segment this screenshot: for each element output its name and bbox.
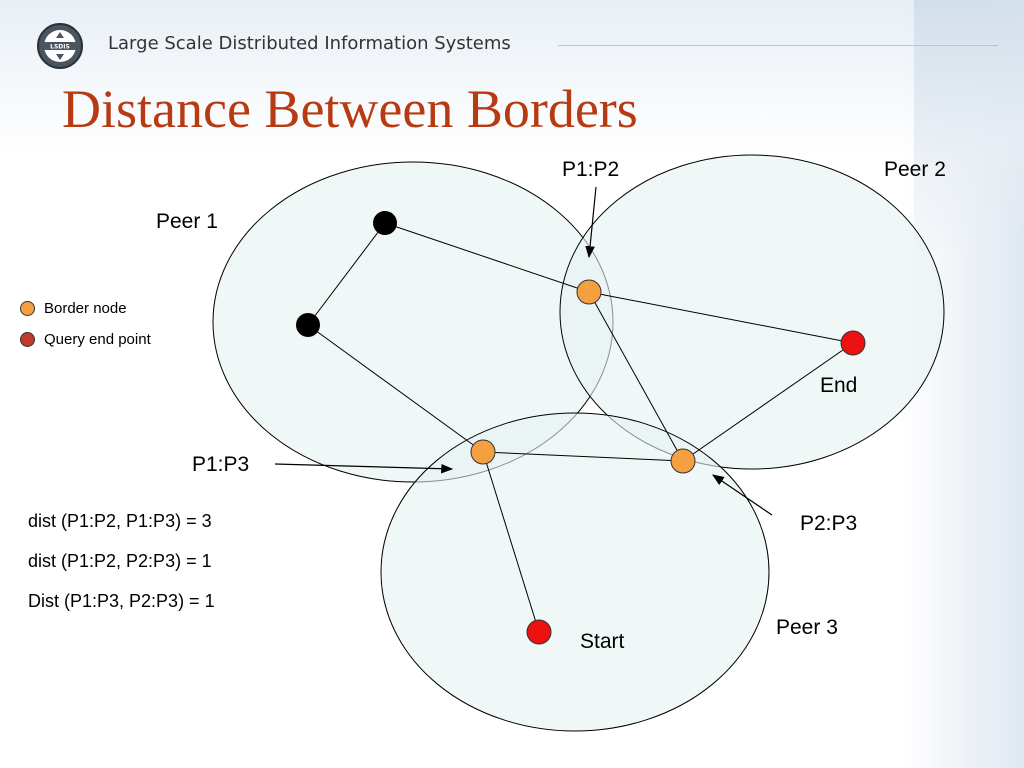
header-divider (558, 45, 998, 46)
internal-node (373, 211, 397, 235)
p1p2-label: P1:P2 (562, 158, 620, 181)
edge (482, 451, 684, 462)
internal-node (296, 313, 320, 337)
end-label: End (820, 374, 858, 397)
edge (482, 451, 540, 633)
peer2-label: Peer 2 (884, 158, 946, 181)
p2p3-pointer-arrow (712, 474, 773, 516)
peer1-label: Peer 1 (156, 210, 218, 233)
start-label: Start (580, 630, 625, 653)
peer2-region (559, 154, 945, 470)
legend-label: Border node (44, 300, 127, 317)
edge (588, 291, 684, 462)
legend-item-border-node: Border node (20, 300, 127, 317)
edge (384, 222, 590, 293)
edge (307, 324, 484, 453)
corner-decoration (914, 0, 1024, 250)
legend-item-query-end-point: Query end point (20, 331, 151, 348)
query-end-point-legend-icon (20, 332, 35, 347)
border-node-p1p3 (470, 439, 496, 465)
slide-title: Distance Between Borders (62, 79, 638, 139)
border-node-p2p3 (670, 448, 696, 474)
distance-statement: dist (P1:P2, P1:P3) = 3 (28, 511, 212, 531)
border-node-legend-icon (20, 301, 35, 316)
edges (307, 222, 854, 633)
border-node-p1p2 (576, 279, 602, 305)
distance-statement: dist (P1:P2, P2:P3) = 1 (28, 551, 212, 571)
header-title: Large Scale Distributed Information Syst… (108, 33, 511, 54)
p1p3-pointer-arrow (274, 463, 454, 474)
p1p2-pointer-arrow (585, 186, 597, 259)
edge (682, 342, 854, 462)
start-node (526, 619, 552, 645)
edge (588, 291, 854, 344)
edge (307, 222, 386, 326)
svg-text:LSDIS: LSDIS (50, 44, 70, 51)
end-node (840, 330, 866, 356)
p1p3-label: P1:P3 (192, 453, 250, 476)
peer3-label: Peer 3 (776, 616, 838, 639)
p2p3-label: P2:P3 (800, 512, 858, 535)
lsdis-logo-icon: LSDIS (36, 22, 84, 70)
legend-label: Query end point (44, 331, 151, 348)
peer3-region (380, 412, 770, 732)
distance-statement: Dist (P1:P3, P2:P3) = 1 (28, 591, 215, 611)
